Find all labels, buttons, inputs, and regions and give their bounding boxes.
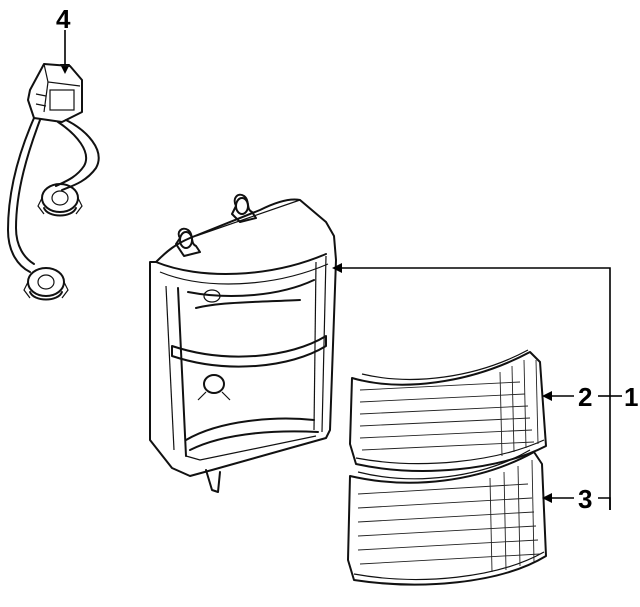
divider-shelf <box>171 335 327 368</box>
mounting-stud-left <box>175 227 201 257</box>
housing-outline <box>149 198 337 477</box>
lamp-housing-part-1 <box>149 193 337 493</box>
arrow-3 <box>542 493 552 503</box>
arrow-2 <box>542 391 552 401</box>
upper-lens-texture <box>359 359 539 457</box>
callout-3: 3 <box>578 484 592 514</box>
upper-lens-part-2 <box>349 349 547 472</box>
bulb-socket-upper <box>37 183 83 217</box>
connector-block <box>27 63 83 123</box>
arrow-housing <box>332 263 342 273</box>
callout-1: 1 <box>624 382 638 412</box>
lower-lens-part-3 <box>347 449 547 586</box>
mounting-stud-right <box>231 193 257 223</box>
bottom-tab <box>205 469 221 493</box>
upper-lens-outline <box>349 351 547 472</box>
wire-a <box>61 119 100 191</box>
callout-4: 4 <box>56 4 71 34</box>
bulb-socket-lower <box>23 267 69 301</box>
lower-lens-texture <box>357 459 541 573</box>
leader-lines <box>332 263 622 510</box>
lower-lens-outline <box>347 451 547 586</box>
leader-1-to-housing <box>340 267 611 380</box>
wire-b <box>7 117 35 273</box>
wiring-harness-part-4 <box>7 30 100 301</box>
callout-2: 2 <box>578 382 592 412</box>
